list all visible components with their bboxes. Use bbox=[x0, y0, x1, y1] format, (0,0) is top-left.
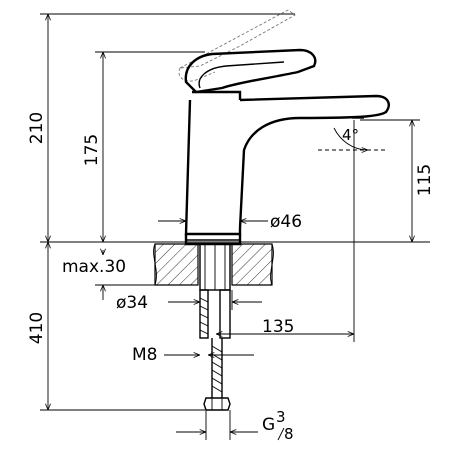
dimension-max30 bbox=[95, 250, 155, 300]
dimension-hole-diameter: ø34 bbox=[116, 290, 262, 313]
lever-angle-indicator: 4° bbox=[318, 126, 385, 150]
connection-numerator: 3 bbox=[276, 408, 286, 426]
dimension-175 bbox=[95, 51, 205, 242]
rod-thread-label: M8 bbox=[132, 345, 157, 365]
body-diameter-label: ø46 bbox=[270, 212, 302, 232]
dimension-210 bbox=[40, 13, 295, 242]
dimension-connection: G 3 8 bbox=[176, 408, 294, 443]
dimension-410 bbox=[40, 242, 205, 411]
connection-denominator: 8 bbox=[284, 425, 294, 443]
dimension-115 bbox=[360, 119, 420, 242]
hose-length-label: 410 bbox=[27, 312, 47, 344]
deck-thickness-label: max.30 bbox=[62, 257, 126, 277]
dimension-rod-thread: M8 bbox=[132, 345, 254, 365]
spout-height-label: 175 bbox=[82, 134, 102, 166]
projection-label: 135 bbox=[262, 317, 294, 337]
dimension-body-diameter: ø46 bbox=[158, 212, 302, 232]
dimension-projection: 135 bbox=[216, 120, 355, 342]
lever-raised-outline bbox=[178, 9, 296, 82]
lever-angle-label: 4° bbox=[342, 126, 359, 144]
total-height-label: 210 bbox=[27, 112, 47, 144]
outlet-height-label: 115 bbox=[415, 164, 435, 196]
mounting-assembly bbox=[199, 243, 231, 411]
connection-prefix: G bbox=[262, 415, 275, 435]
hole-diameter-label: ø34 bbox=[116, 293, 148, 313]
countertop-section bbox=[153, 243, 274, 286]
